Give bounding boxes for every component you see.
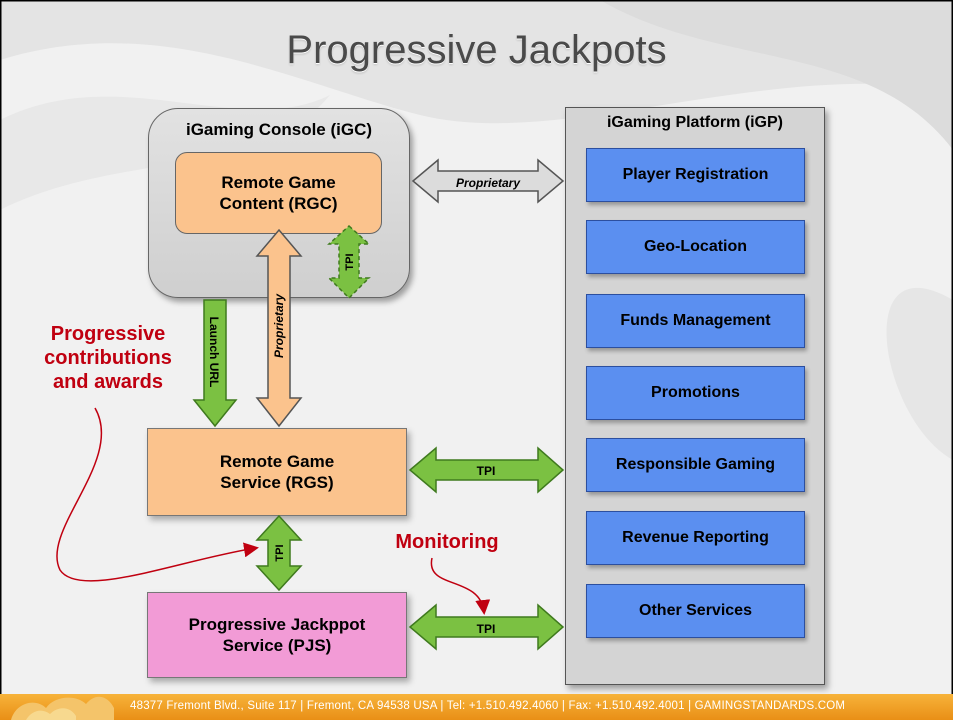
service-responsible-gaming: Responsible Gaming	[586, 438, 805, 492]
progressive-annotation-curve	[56, 407, 259, 582]
monitoring-annotation: Monitoring	[395, 531, 499, 553]
rgs-label-line1: Remote Game	[219, 452, 335, 471]
igaming-console-title: iGaming Console (iGC)	[185, 120, 373, 139]
pjs-label-line1: Progressive Jackppot	[188, 615, 366, 634]
progressive-annotation-line2: contributions	[44, 347, 172, 369]
service-geo-location: Geo-Location	[586, 220, 805, 274]
tpi-arrow-pjs-igp	[408, 603, 565, 651]
proprietary-label-rgc-rgs: Proprietary	[272, 293, 286, 358]
proprietary-arrow-rgc-rgs	[255, 228, 303, 428]
service-promotions: Promotions	[586, 366, 805, 420]
rgc-label-line2: Content (RGC)	[219, 194, 338, 213]
service-revenue-reporting: Revenue Reporting	[586, 511, 805, 565]
igaming-platform-title: iGaming Platform (iGP)	[606, 114, 783, 131]
tpi-arrow-rgs-igp	[408, 446, 565, 494]
launch-url-label: Launch URL	[207, 317, 221, 388]
progressive-annotation: Progressive contributions and awards	[18, 322, 198, 394]
pjs-label-line2: Service (PJS)	[222, 636, 332, 655]
remote-game-service-box: Remote Game Service (RGS)	[147, 428, 407, 516]
monitoring-annotation-curve	[430, 557, 491, 615]
service-other-services: Other Services	[586, 584, 805, 638]
progressive-annotation-line3: and awards	[52, 371, 164, 393]
tpi-arrow-igc-internal	[327, 224, 371, 300]
tpi-arrow-rgs-pjs	[255, 514, 303, 592]
rgs-label-line2: Service (RGS)	[220, 473, 334, 492]
tpi-label-rgs-pjs: TPI	[274, 544, 286, 561]
logo-graphic	[11, 696, 114, 720]
page-title: Progressive Jackpots	[286, 28, 667, 72]
proprietary-arrow-igc-igp	[411, 158, 565, 204]
launch-url-arrow	[192, 299, 238, 428]
service-funds-management: Funds Management	[586, 294, 805, 348]
footer-contact-text: 48377 Fremont Blvd., Suite 117 | Fremont…	[130, 700, 846, 712]
progressive-annotation-line1: Progressive	[50, 323, 166, 345]
footer-bar	[0, 694, 953, 720]
service-player-registration: Player Registration	[586, 148, 805, 202]
remote-game-content-box: Remote Game Content (RGC)	[175, 152, 382, 234]
tpi-label-rgs-igp: TPI	[477, 464, 496, 478]
proprietary-label-igc-igp: Proprietary	[456, 176, 521, 190]
rgc-label-line1: Remote Game	[221, 173, 336, 192]
progressive-jackpot-service-box: Progressive Jackppot Service (PJS)	[147, 592, 407, 678]
tpi-label-pjs-igp: TPI	[477, 622, 496, 636]
tpi-label-igc-internal: TPI	[344, 253, 356, 270]
